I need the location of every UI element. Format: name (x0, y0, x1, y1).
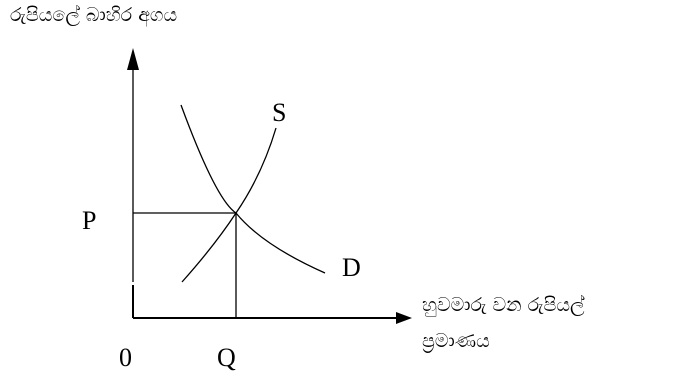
origin-label: 0 (119, 343, 132, 372)
quantity-label: Q (217, 343, 236, 372)
price-label: P (82, 206, 97, 235)
demand-curve-label: D (342, 253, 361, 282)
demand-curve (180, 104, 326, 274)
supply-curve (181, 127, 277, 283)
x-axis-label-line2: ප්‍රමාණය (422, 330, 490, 352)
y-axis-label: රුපියලේ බාහිර අගය (10, 4, 178, 26)
x-axis-arrowhead (396, 312, 412, 324)
supply-curve-label: S (272, 98, 287, 127)
y-axis-arrowhead (127, 48, 139, 70)
x-axis-label-line1: හුවමාරු වන රුපියල් (422, 294, 585, 316)
